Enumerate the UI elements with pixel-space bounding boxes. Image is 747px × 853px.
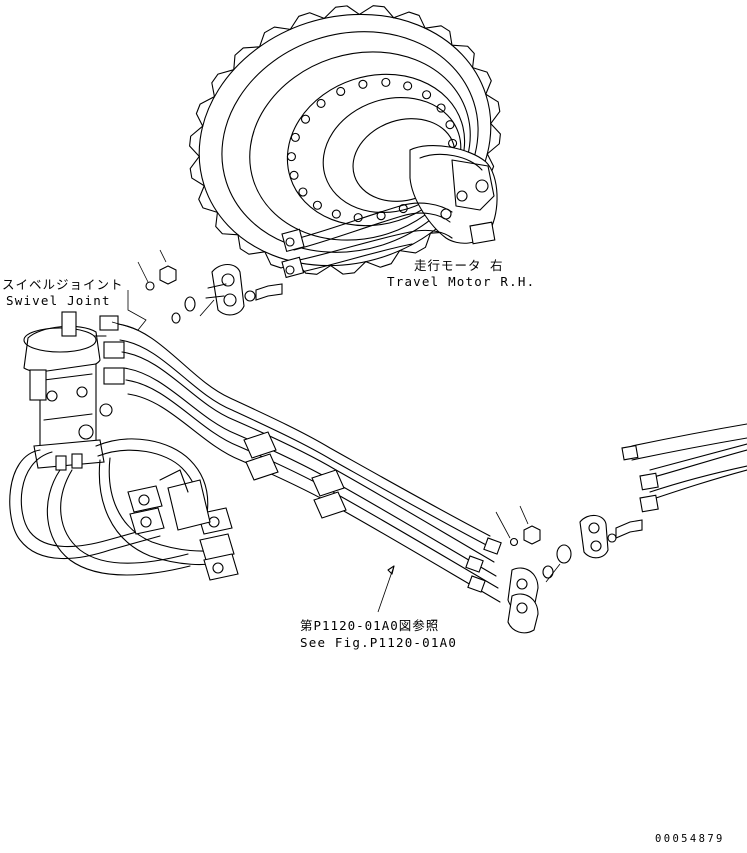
reference-label-jp: 第P1120-01A0図参照	[300, 618, 439, 633]
flange-bolt	[286, 152, 296, 162]
swivel-joint	[23, 311, 125, 471]
upper-fittings	[137, 249, 283, 324]
flange-bolt	[358, 79, 368, 89]
sprocket-tooth	[472, 67, 492, 95]
lower-hose-loops	[9, 438, 239, 581]
flange-bolt	[422, 90, 432, 100]
travel-motor-label-en: Travel Motor R.H.	[387, 274, 535, 289]
drawing-number: 00054879	[655, 833, 725, 845]
sprocket-tooth	[485, 93, 501, 125]
sprocket-tooth	[237, 234, 266, 255]
sprocket-tooth	[289, 12, 325, 30]
sprocket-tooth	[258, 26, 291, 48]
flange-bolt	[336, 86, 346, 97]
sprocket-tooth	[365, 250, 401, 268]
swivel-joint-label-en: Swivel Joint	[6, 293, 111, 308]
sprocket-tooth	[323, 5, 360, 19]
travel-motor-rh	[189, 5, 501, 279]
sprocket-tooth	[189, 125, 204, 157]
sprocket-tooth	[215, 211, 239, 236]
sprocket-tooth	[189, 155, 205, 187]
flange-bolt	[300, 114, 311, 124]
flange-bolt	[316, 98, 326, 108]
flange-bolt	[298, 187, 308, 197]
sprocket-tooth	[399, 232, 432, 254]
flange-bolt	[312, 200, 322, 210]
flange-bolt	[403, 81, 413, 91]
flange-bolt	[436, 103, 446, 113]
sprocket-tooth	[358, 5, 395, 19]
flange-bolt	[381, 77, 391, 87]
reference-label-en: See Fig.P1120-01A0	[300, 635, 457, 650]
sprocket-tooth	[330, 261, 367, 275]
sprocket-tooth	[393, 11, 426, 29]
sprocket-tooth	[424, 25, 453, 46]
flange-bolt	[331, 209, 341, 219]
swivel-joint-label-jp: スイベルジョイント	[2, 277, 124, 292]
right-fittings	[495, 423, 747, 583]
sprocket-tooth	[195, 96, 215, 127]
flange-bolt	[445, 120, 455, 130]
sprocket-tooth	[233, 46, 261, 71]
hose-bundle	[117, 323, 539, 634]
flange-bolt	[290, 132, 300, 142]
flange-bolt	[398, 203, 408, 214]
travel-motor-label-jp: 走行モータ 右	[414, 258, 504, 273]
sprocket-tooth	[198, 185, 218, 213]
sprocket-tooth	[486, 123, 501, 155]
sprocket	[189, 5, 501, 275]
flange-bolt	[289, 170, 299, 180]
sprocket-tooth	[451, 44, 475, 69]
sprocket-tooth	[211, 69, 235, 98]
